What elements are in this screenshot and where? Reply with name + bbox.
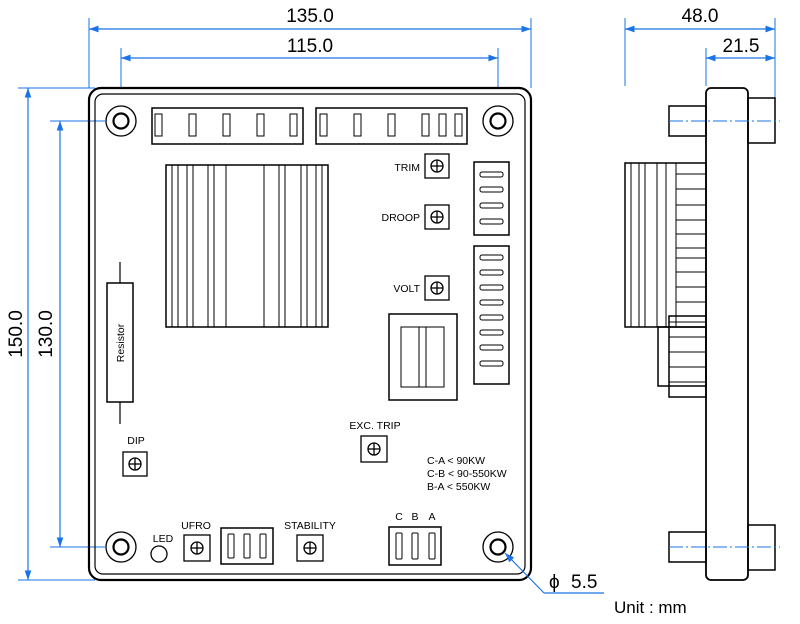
heatsink [165, 164, 329, 328]
side-heatsink [624, 162, 707, 328]
dip-label: DIP [127, 435, 145, 447]
ufro-label: UFRO [181, 520, 211, 532]
resistor: Resistor [106, 262, 134, 424]
dim-side-partial: 21.5 [705, 36, 775, 86]
board-outline-outer [87, 86, 533, 582]
dip-potentiometer[interactable]: DIP [122, 435, 148, 477]
kw-notes: C-A < 90KW C-B < 90-550KW B-A < 550KW [427, 455, 507, 493]
front-view: Resistor TRIM DROOP VOLT [87, 86, 604, 594]
mounting-hole-bottom-right [482, 531, 514, 563]
exc-trip-potentiometer[interactable]: EXC. TRIP [349, 420, 401, 463]
terminal-c-label: C [395, 511, 403, 523]
terminal-a-label: A [428, 511, 435, 523]
side-board-profile [705, 87, 749, 581]
side-connector-upper [473, 161, 510, 236]
volt-potentiometer[interactable]: VOLT [393, 275, 450, 301]
side-center-component [657, 315, 707, 398]
dim-side-depth-text: 48.0 [682, 6, 719, 27]
dim-overall-height-text: 150.0 [6, 310, 27, 358]
note-line: B-A < 550KW [427, 481, 490, 493]
mounting-hole-top-right [482, 105, 514, 137]
dim-hole-diameter: ϕ 5.5 [504, 552, 604, 594]
side-view: 48.0 21.5 [624, 6, 780, 581]
resistor-label: Resistor [115, 323, 127, 362]
dim-hole-spacing-width-text: 115.0 [287, 36, 333, 57]
dim-overall-height: 150.0 [6, 87, 95, 581]
diameter-symbol: ϕ [549, 572, 560, 593]
note-line: C-B < 90-550KW [427, 468, 507, 480]
terminal-cba: C B A [388, 511, 442, 566]
led-indicator: LED [150, 533, 174, 563]
droop-potentiometer[interactable]: DROOP [381, 204, 450, 230]
stability-potentiometer[interactable]: STABILITY [284, 520, 336, 562]
note-line: C-A < 90KW [427, 455, 485, 467]
dim-overall-width-text: 135.0 [286, 6, 334, 27]
exc-trip-label: EXC. TRIP [349, 420, 400, 432]
ufro-potentiometer[interactable]: UFRO [181, 520, 211, 562]
terminal-b-label: B [411, 511, 418, 523]
dim-hole-spacing-height-text: 130.0 [36, 310, 57, 358]
mounting-hole-bottom-left [105, 531, 137, 563]
volt-label: VOLT [393, 283, 420, 295]
dim-hole-spacing-height: 130.0 [36, 120, 105, 548]
unit-label: Unit : mm [614, 598, 687, 617]
bottom-connector-left [220, 527, 274, 565]
dim-side-partial-text: 21.5 [723, 36, 760, 57]
stability-label: STABILITY [284, 520, 336, 532]
side-connector-lower [473, 245, 510, 385]
dim-hole-spacing-width: 115.0 [120, 36, 499, 88]
dim-side-depth: 48.0 [624, 6, 776, 98]
board-outline-inner [94, 93, 526, 575]
top-connector-left [151, 107, 304, 145]
led-label: LED [153, 533, 174, 545]
center-component [388, 313, 458, 401]
trim-potentiometer[interactable]: TRIM [394, 153, 450, 179]
droop-label: DROOP [381, 212, 420, 224]
dim-overall-width: 135.0 [88, 6, 532, 88]
dim-hole-diameter-text: 5.5 [571, 572, 597, 593]
trim-label: TRIM [394, 162, 420, 174]
top-connector-right [315, 107, 468, 145]
mounting-hole-top-left [105, 105, 137, 137]
